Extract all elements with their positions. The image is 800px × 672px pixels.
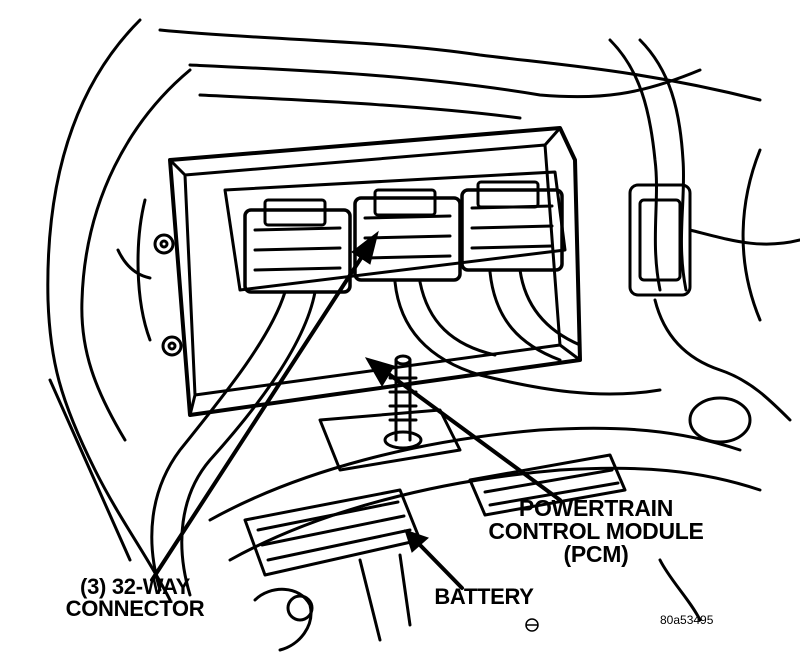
figure-code: 80a53495 (660, 613, 714, 627)
harness (488, 270, 562, 362)
top-harness-upper (188, 63, 702, 99)
32-way-connector (353, 188, 462, 282)
battery-leader-line (418, 543, 464, 590)
harness (393, 280, 662, 396)
32-way-connector (460, 180, 564, 272)
fender-contour (46, 18, 172, 602)
top-harness-lower (198, 93, 522, 120)
right-connector (628, 183, 692, 297)
connector-leader-line (150, 250, 367, 582)
battery-callout-label: BATTERY (418, 586, 550, 608)
right-harness (608, 38, 662, 292)
32-way-connector (243, 198, 352, 294)
pcm-label-line3: (PCM) (563, 541, 629, 567)
harness (150, 290, 287, 592)
pcm-arrowhead (364, 357, 395, 387)
mount-bolt (161, 335, 183, 357)
battery-stud (394, 358, 412, 442)
connector-label-line2: CONNECTOR (65, 596, 205, 621)
connector-frame (223, 170, 567, 292)
pcm-leader-line (384, 370, 562, 502)
connector-callout-label: (3) 32-WAY CONNECTOR (40, 576, 230, 620)
hood-edge (158, 28, 762, 102)
battery-label: BATTERY (434, 584, 534, 609)
battery-arrowhead (404, 529, 429, 553)
pcm-label-line1: POWERTRAIN (518, 495, 674, 521)
battery-top (208, 426, 742, 522)
pcm-label-line2: CONTROL MODULE (488, 518, 704, 544)
connector-label-line1: (3) 32-WAY (80, 574, 190, 599)
mount-bolt (153, 233, 175, 255)
inner-fender-contour (80, 68, 192, 442)
connector-arrowhead (351, 230, 379, 265)
pcm-callout-label: POWERTRAIN CONTROL MODULE (PCM) (462, 497, 730, 566)
